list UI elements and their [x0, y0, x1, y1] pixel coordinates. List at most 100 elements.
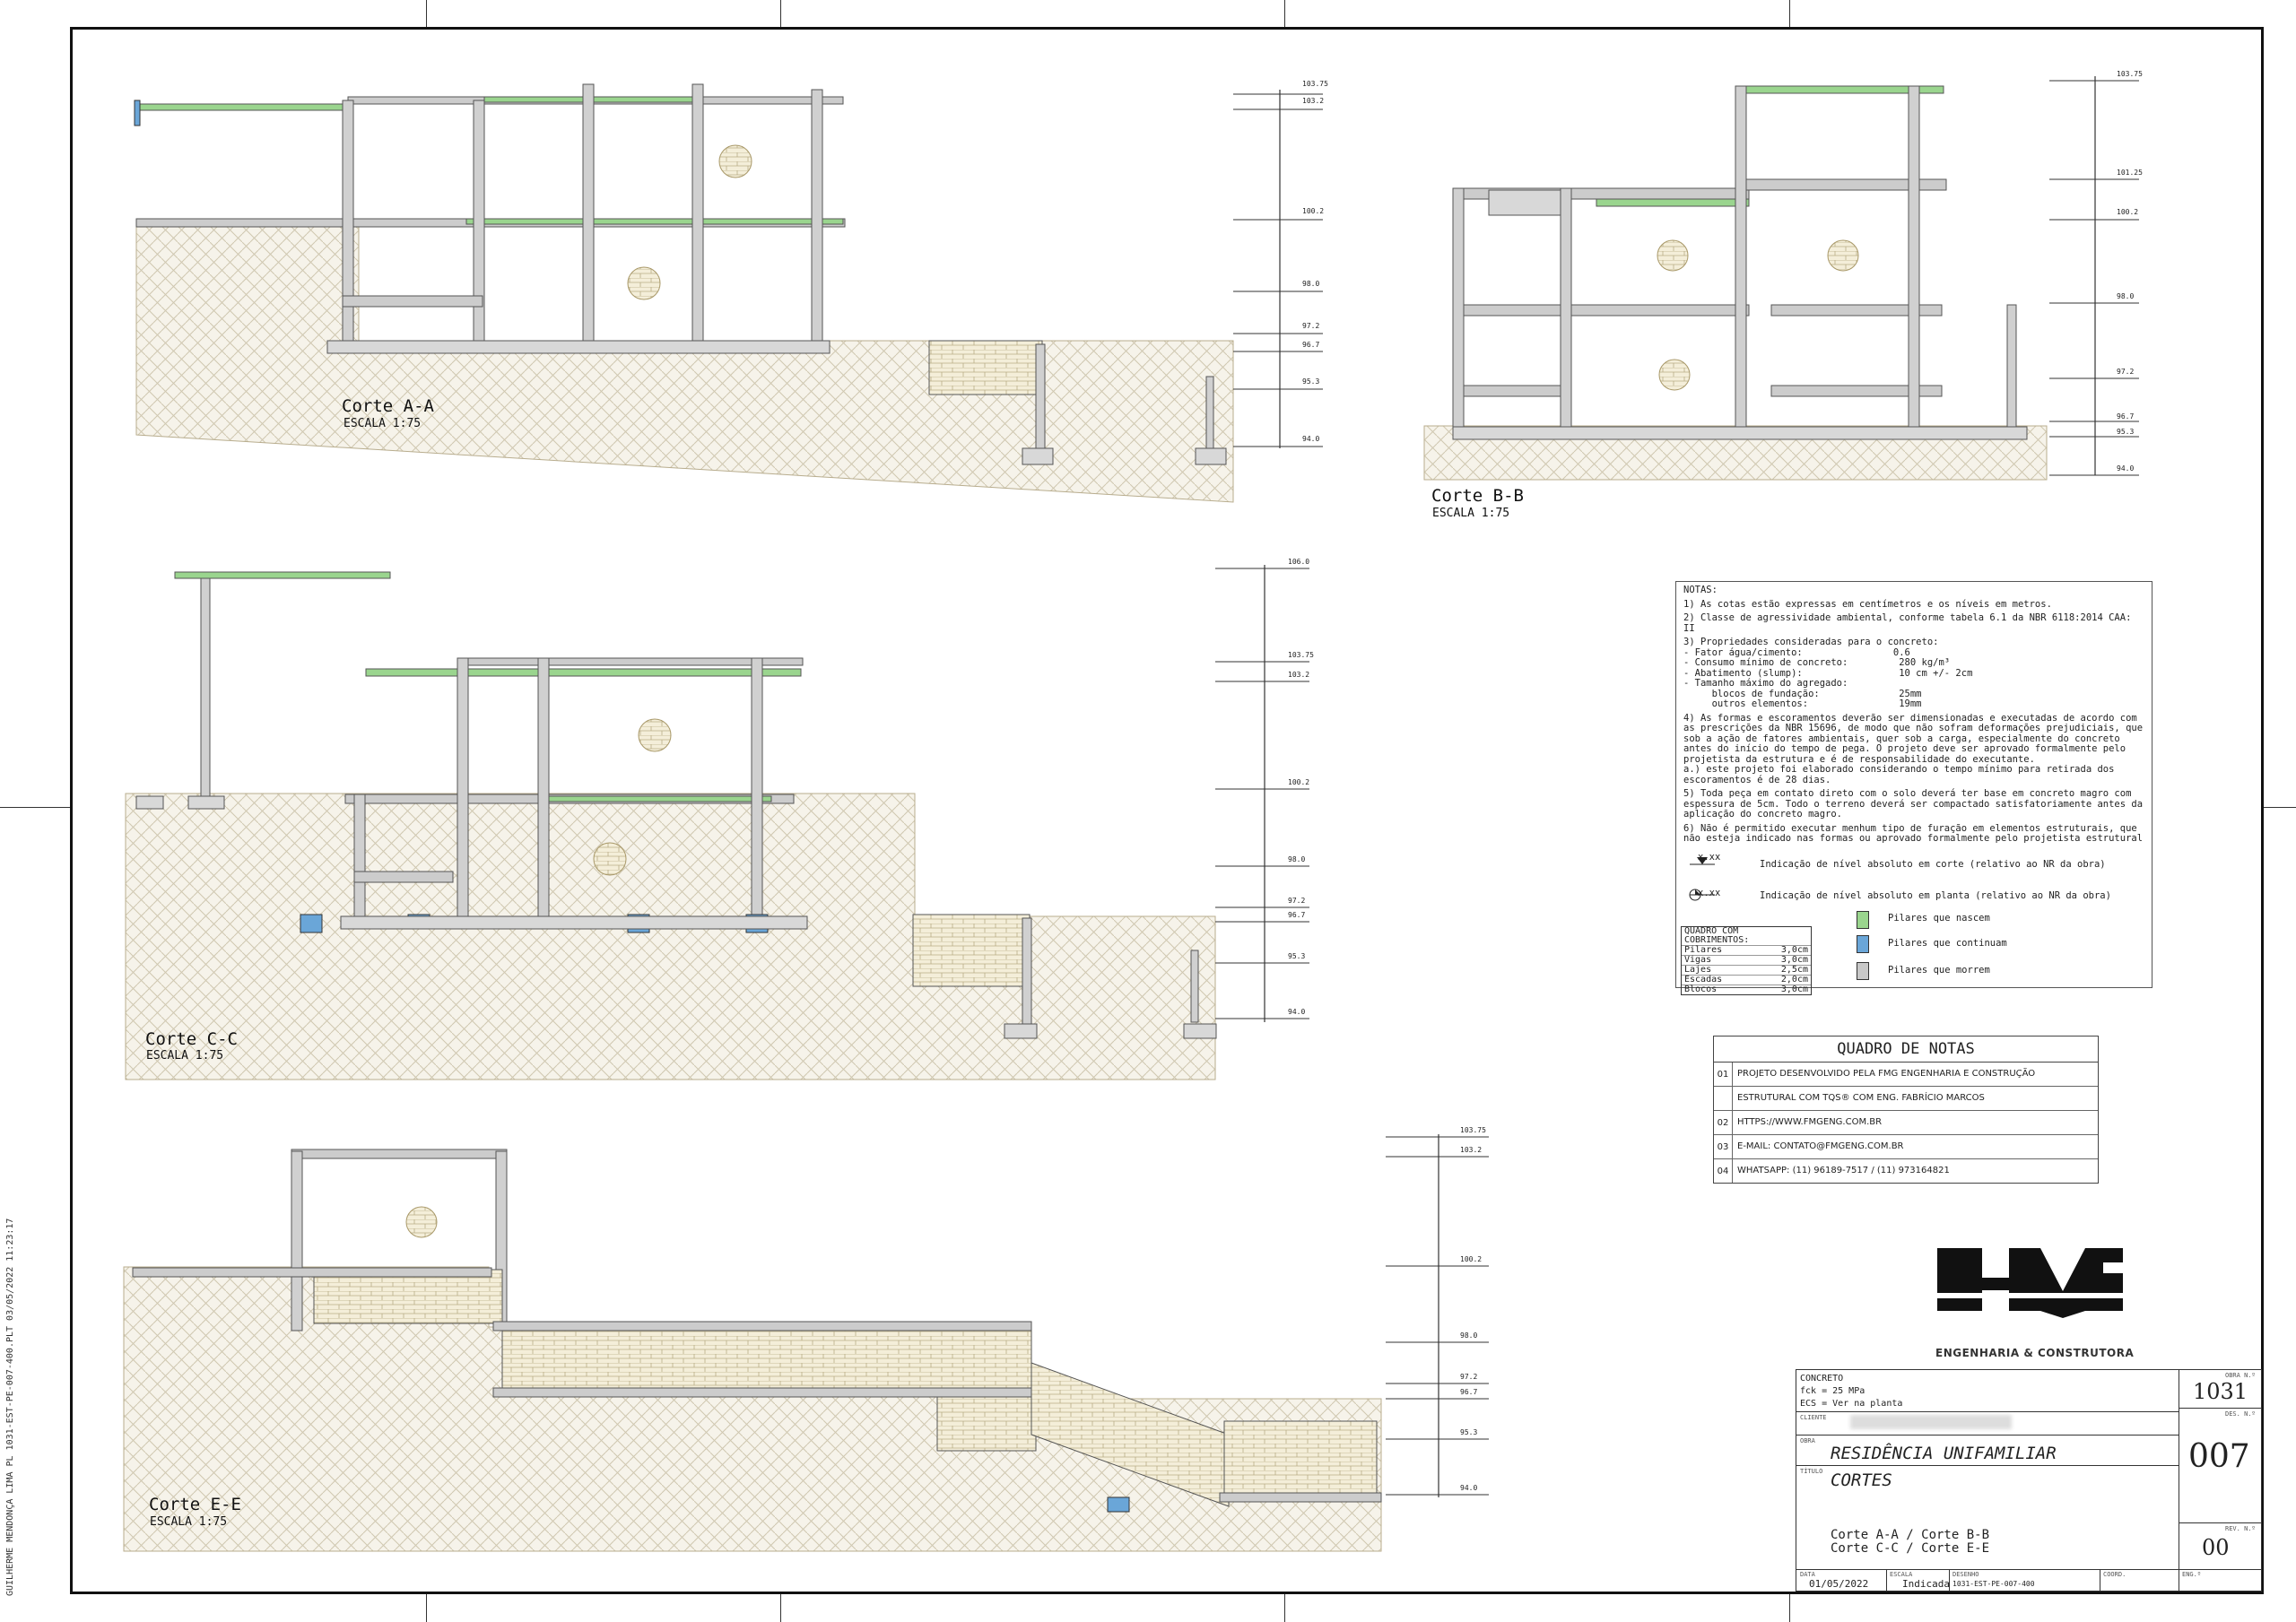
pillar-nascem-swatch	[1857, 911, 1869, 929]
level-label: 96.7	[1302, 341, 1320, 349]
level-label: 98.0	[2117, 292, 2135, 300]
corte-cc-level-axis	[1215, 565, 1309, 1022]
drawing-sheet-border	[70, 27, 2264, 1594]
title-block: CONCRETO fck = 25 MPa ECS = Ver na plant…	[1796, 1369, 2262, 1592]
level-corte-text: Indicação de nível absoluto em corte (re…	[1760, 859, 2106, 870]
level-label: 103.75	[1302, 80, 1328, 88]
level-planta-text: Indicação de nível absoluto em planta (r…	[1760, 890, 2111, 901]
level-label: 103.2	[1288, 671, 1310, 679]
level-label: 96.7	[1288, 911, 1306, 919]
cobrimentos-row: Pilares 3,0cm	[1682, 945, 1811, 955]
corte-aa-title: Corte A-A	[342, 396, 434, 416]
frame-tick	[0, 807, 70, 808]
level-label: 94.0	[1302, 435, 1320, 443]
cob-value: 3,0cm	[1780, 945, 1808, 955]
cob-value: 3,0cm	[1780, 984, 1808, 994]
frame-tick	[1284, 0, 1285, 27]
frame-tick	[426, 1594, 427, 1622]
level-label: 103.75	[2117, 70, 2143, 78]
level-label: 98.0	[1302, 280, 1320, 288]
corte-ee-scale: ESCALA 1:75	[150, 1515, 228, 1529]
quadro-notas-row: 01 PROJETO DESENVOLVIDO PELA FMG ENGENHAR…	[1714, 1063, 2098, 1087]
corte-cc-title: Corte C-C	[145, 1029, 238, 1049]
level-label: 95.3	[1302, 377, 1320, 386]
level-label: 94.0	[2117, 464, 2135, 473]
frame-tick	[426, 0, 427, 27]
level-label: 97.2	[2117, 368, 2135, 376]
note-1: 1) As cotas estão expressas em centímetr…	[1683, 598, 2052, 610]
level-label: 95.3	[2117, 428, 2135, 436]
data-value: 01/05/2022	[1809, 1578, 1869, 1590]
obra-no-label: OBRA N.º	[2225, 1372, 2256, 1379]
cob-label: Escadas	[1684, 975, 1723, 984]
corte-aa-level-axis	[1233, 90, 1323, 448]
row-text: ESTRUTURAL COM TQS® COM ENG. FABRÍCIO MA…	[1737, 1093, 1985, 1103]
cobrimentos-table: QUADRO COM COBRIMENTOS: Pilares 3,0cm Vig…	[1681, 926, 1812, 995]
corte-ee-level-axis	[1386, 1134, 1489, 1497]
level-corte-symbol: x.xx	[1698, 852, 1721, 863]
obra-name: RESIDÊNCIA UNIFAMILIAR	[1831, 1444, 2057, 1463]
notes-header: NOTAS:	[1683, 585, 1718, 595]
corte-bb-scale: ESCALA 1:75	[1432, 507, 1510, 520]
escala-value: Indicada	[1902, 1578, 1950, 1590]
row-text[interactable]: HTTPS://WWW.FMGENG.COM.BR	[1737, 1117, 1883, 1127]
pillar-nascem-label: Pilares que nascem	[1888, 913, 1990, 924]
quadro-notas-row: ESTRUTURAL COM TQS® COM ENG. FABRÍCIO MA…	[1714, 1087, 2098, 1111]
cobrimentos-title: QUADRO COM COBRIMENTOS:	[1684, 926, 1750, 945]
note-3: 3) Propriedades consideradas para o conc…	[1683, 637, 1973, 709]
corte-ee-title: Corte E-E	[149, 1495, 241, 1514]
pillar-continuam-label: Pilares que continuam	[1888, 938, 2007, 949]
level-label: 103.75	[1288, 651, 1314, 659]
corte-bb-title: Corte B-B	[1431, 486, 1524, 506]
corte-cc-drawing	[125, 571, 1217, 1080]
des-no-value: 007	[2188, 1438, 2250, 1475]
level-label: 101.25	[2117, 169, 2143, 177]
corte-aa-scale: ESCALA 1:75	[344, 417, 422, 430]
level-label: 98.0	[1460, 1331, 1478, 1340]
level-planta-symbol: x.xx	[1698, 888, 1721, 898]
pillar-morrem-label: Pilares que morrem	[1888, 965, 1990, 976]
level-label: 96.7	[2117, 412, 2135, 421]
note-2: 2) Classe de agressividade ambiental, co…	[1683, 612, 2137, 634]
level-label: 94.0	[1460, 1484, 1478, 1492]
row-number: 01	[1714, 1063, 1733, 1086]
eng-label: ENG.º	[2182, 1571, 2202, 1578]
cliente-redacted	[1850, 1415, 2012, 1429]
des-no-label: DES. N.º	[2225, 1410, 2256, 1418]
cob-label: Pilares	[1684, 945, 1723, 955]
coord-label: COORD.	[2103, 1571, 2126, 1578]
cob-label: Vigas	[1684, 955, 1712, 965]
cob-label: Lajes	[1684, 965, 1712, 975]
corte-aa-drawing	[134, 83, 1234, 503]
level-label: 103.2	[1302, 97, 1325, 105]
row-text[interactable]: E-MAIL: CONTATO@FMGENG.COM.BR	[1737, 1141, 1904, 1151]
cobrimentos-row: Lajes 2,5cm	[1682, 965, 1811, 975]
cliente-label: CLIENTE	[1800, 1414, 1827, 1421]
level-label: 103.75	[1460, 1126, 1486, 1134]
corte-ee-drawing	[123, 1149, 1382, 1552]
frame-tick	[2264, 807, 2296, 808]
titulo-value: CORTES	[1831, 1470, 1892, 1490]
level-label: 100.2	[1460, 1255, 1483, 1263]
fmg-logo	[1928, 1248, 2126, 1318]
cob-value: 2,5cm	[1780, 965, 1808, 975]
row-number: 04	[1714, 1159, 1733, 1183]
frame-tick	[1284, 1594, 1285, 1622]
level-label: 95.3	[1288, 952, 1306, 960]
subtitle-1: Corte A-A / Corte B-B	[1831, 1528, 1990, 1542]
level-label: 94.0	[1288, 1008, 1306, 1016]
row-text: PROJETO DESENVOLVIDO PELA FMG ENGENHARIA…	[1737, 1069, 2036, 1079]
level-label: 95.3	[1460, 1428, 1478, 1436]
general-notes: NOTAS: 1) As cotas estão expressas em ce…	[1675, 581, 2152, 988]
desenho-value: 1031-EST-PE-007-400	[1952, 1580, 2035, 1588]
data-label: DATA	[1800, 1571, 1815, 1578]
quadro-notas-title: QUADRO DE NOTAS	[1714, 1037, 2098, 1063]
logo-tagline: ENGENHARIA & CONSTRUTORA	[1935, 1347, 2135, 1359]
quadro-de-notas: QUADRO DE NOTAS 01 PROJETO DESENVOLVIDO P…	[1713, 1036, 2099, 1184]
